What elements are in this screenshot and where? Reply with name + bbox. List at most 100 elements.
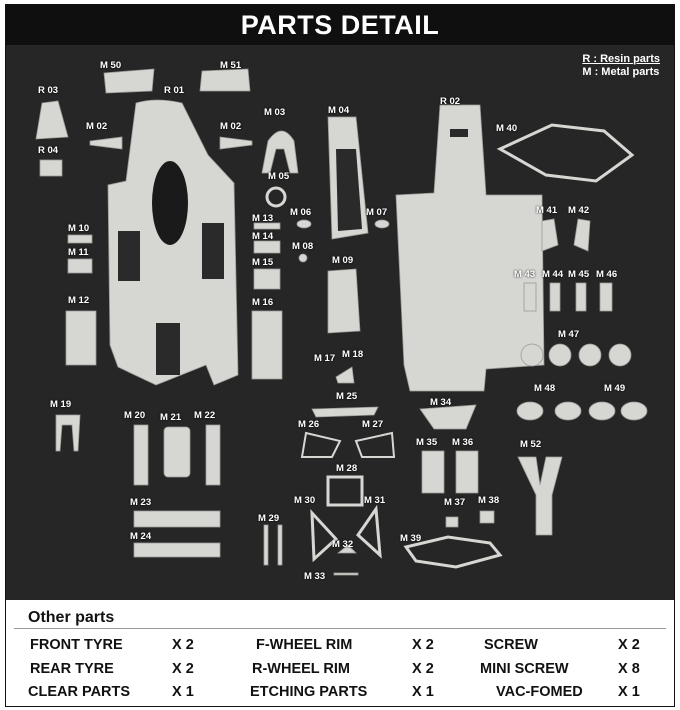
part-name: SCREW xyxy=(484,637,538,653)
part-label: M 30 xyxy=(294,495,316,506)
part-m06 xyxy=(296,219,312,229)
parts-photo: R : Resin parts M : Metal parts R 03 R 0… xyxy=(6,45,674,600)
part-m27 xyxy=(354,431,396,458)
part-m19 xyxy=(55,414,81,452)
part-name: ETCHING PARTS xyxy=(250,684,368,700)
part-name: FRONT TYRE xyxy=(30,637,123,653)
part-label: M 48 xyxy=(534,383,556,394)
part-label: M 19 xyxy=(50,399,72,410)
part-label: M 06 xyxy=(290,207,312,218)
other-parts-row: FRONT TYRE X 2 F-WHEEL RIM X 2 SCREW X 2 xyxy=(0,637,680,657)
part-m29-b xyxy=(277,524,283,566)
part-r03 xyxy=(35,100,69,140)
part-m51 xyxy=(199,68,251,92)
part-m12 xyxy=(65,310,97,366)
part-m09 xyxy=(327,268,361,334)
part-m49-2 xyxy=(620,401,648,421)
legend-resin: R : Resin parts xyxy=(582,53,660,65)
part-label: M 38 xyxy=(478,495,500,506)
part-label: M 31 xyxy=(364,495,386,506)
part-label: R 01 xyxy=(164,85,185,96)
part-qty: X 1 xyxy=(172,684,194,700)
part-label: M 12 xyxy=(68,295,90,306)
part-name: F-WHEEL RIM xyxy=(256,637,353,653)
part-m37 xyxy=(445,516,459,528)
part-m24 xyxy=(133,542,221,558)
part-label: M 29 xyxy=(258,513,280,524)
part-m36 xyxy=(455,450,479,494)
part-label: M 52 xyxy=(520,439,542,450)
part-m49-1 xyxy=(588,401,616,421)
part-label: M 10 xyxy=(68,223,90,234)
part-label: M 21 xyxy=(160,412,182,423)
part-m52 xyxy=(517,456,563,536)
part-label: M 08 xyxy=(292,241,314,252)
part-m22 xyxy=(205,424,221,486)
part-label: M 09 xyxy=(332,255,354,266)
part-m31 xyxy=(356,504,382,559)
part-r04 xyxy=(39,159,63,177)
part-m46 xyxy=(599,282,613,312)
part-label: M 14 xyxy=(252,231,274,242)
page-title: PARTS DETAIL xyxy=(6,5,674,45)
part-label: M 47 xyxy=(558,329,580,340)
part-label: M 33 xyxy=(304,571,326,582)
part-label: M 04 xyxy=(328,105,350,116)
part-label: M 24 xyxy=(130,531,152,542)
part-label: M 13 xyxy=(252,213,274,224)
part-m41 xyxy=(541,218,559,252)
part-m29-a xyxy=(263,524,269,566)
part-m35 xyxy=(421,450,445,494)
part-m14 xyxy=(253,240,281,254)
part-m42 xyxy=(573,218,591,252)
part-m50 xyxy=(103,68,155,94)
part-label: M 07 xyxy=(366,207,388,218)
part-label: M 02 xyxy=(86,121,108,132)
part-label: R 02 xyxy=(440,96,461,107)
part-m28 xyxy=(326,475,364,507)
legend: R : Resin parts M : Metal parts xyxy=(582,53,660,79)
part-m26 xyxy=(300,431,342,458)
part-qty: X 2 xyxy=(412,637,434,653)
part-m25 xyxy=(311,406,379,418)
parts-illustration xyxy=(35,68,648,576)
part-name: VAC-FOMED xyxy=(496,684,583,700)
other-parts-title: Other parts xyxy=(28,609,115,626)
part-label: M 22 xyxy=(194,410,216,421)
part-m47-3 xyxy=(578,343,602,367)
part-label: M 43 xyxy=(514,269,536,280)
part-label: M 02 xyxy=(220,121,242,132)
part-qty: X 2 xyxy=(412,661,434,677)
part-label: M 20 xyxy=(124,410,146,421)
part-label: M 11 xyxy=(68,247,89,258)
part-name: REAR TYRE xyxy=(30,661,114,677)
part-m21 xyxy=(163,426,191,478)
part-label: M 44 xyxy=(542,269,564,280)
part-r02 xyxy=(395,104,545,392)
part-label: M 28 xyxy=(336,463,358,474)
part-label: M 17 xyxy=(314,353,336,364)
part-qty: X 2 xyxy=(172,637,194,653)
part-m44 xyxy=(549,282,561,312)
part-m48-2 xyxy=(554,401,582,421)
part-m33 xyxy=(333,572,359,576)
part-m05 xyxy=(265,186,287,208)
part-qty: X 8 xyxy=(618,661,640,677)
part-label: M 37 xyxy=(444,497,466,508)
part-m34 xyxy=(419,404,477,430)
part-m32 xyxy=(336,544,357,554)
part-label: M 41 xyxy=(536,205,558,216)
part-label: M 42 xyxy=(568,205,590,216)
part-label: M 34 xyxy=(430,397,452,408)
part-label: M 49 xyxy=(604,383,626,394)
part-name: MINI SCREW xyxy=(480,661,569,677)
part-m17-m18 xyxy=(335,366,355,384)
part-label: M 36 xyxy=(452,437,474,448)
part-label: M 39 xyxy=(400,533,422,544)
part-label: R 04 xyxy=(38,145,59,156)
part-label: M 40 xyxy=(496,123,518,134)
part-label: M 26 xyxy=(298,419,320,430)
part-m48-1 xyxy=(516,401,544,421)
part-label: M 50 xyxy=(100,60,122,71)
part-qty: X 2 xyxy=(172,661,194,677)
